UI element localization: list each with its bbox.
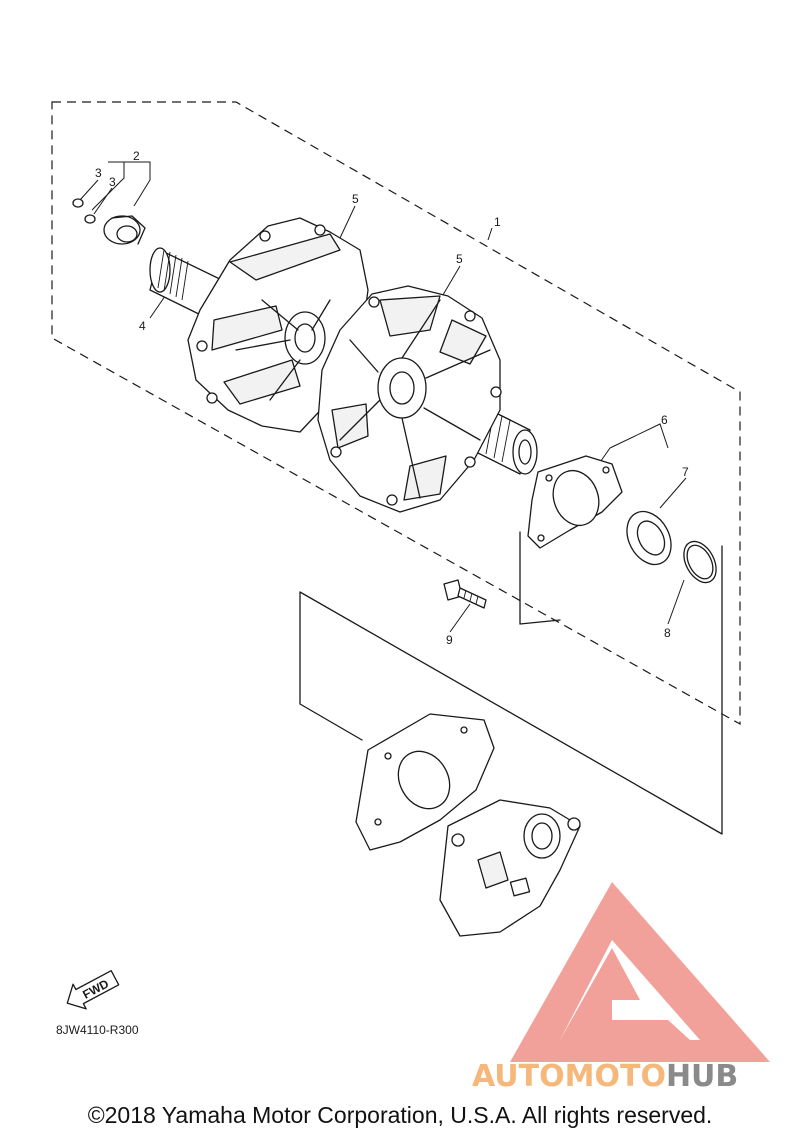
callout-4: 4: [139, 319, 146, 333]
callout-1: 1: [494, 215, 501, 229]
automotohub-logo-icon: [510, 882, 770, 1062]
callout-3b: 3: [109, 175, 116, 189]
callout-3a: 3: [95, 166, 102, 180]
callout-5a: 5: [352, 192, 359, 206]
watermark-part2: HUB: [666, 1059, 738, 1094]
fwd-arrow-icon: FWD: [66, 970, 120, 1010]
bolt-part-9: [443, 579, 487, 609]
callout-9: 9: [446, 633, 453, 647]
sprocket-part-5-right: [317, 285, 502, 513]
watermark-part1: AUTOMOTO: [472, 1059, 666, 1094]
seal-part-2: [103, 215, 146, 245]
assembly-boundary-dashed: [51, 101, 741, 726]
diagram-code: 8JW4110-R300: [56, 1023, 139, 1037]
callout-2: 2: [133, 149, 140, 163]
bearing-group-frame: [299, 531, 723, 835]
callout-8: 8: [664, 626, 671, 640]
brake-caliper-reference: [439, 799, 581, 937]
copyright-notice: ©2018 Yamaha Motor Corporation, U.S.A. A…: [87, 1102, 713, 1128]
pin-part-3: [72, 198, 96, 224]
chaincase-plate-reference: [355, 713, 495, 851]
bearing-plate-part-6: [527, 455, 623, 549]
watermark-text: AUTOMOTOHUB: [472, 1059, 738, 1094]
callout-5b: 5: [456, 252, 463, 266]
circlip-part-8: [683, 540, 717, 584]
callout-6: 6: [661, 413, 668, 427]
callout-7: 7: [682, 465, 689, 479]
bearing-part-7: [626, 510, 672, 566]
